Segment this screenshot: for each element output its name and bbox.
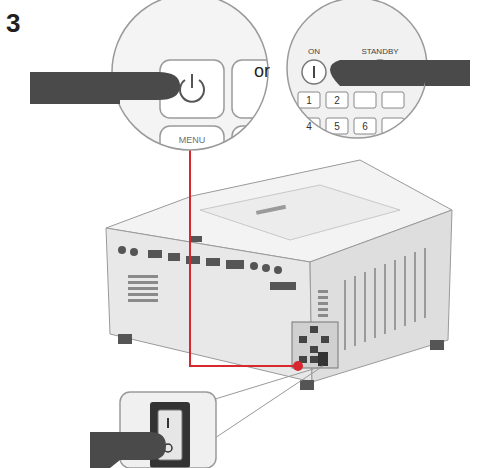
leader-dot (293, 361, 303, 371)
key-number: 2 (334, 96, 340, 106)
key-number: 1 (306, 96, 312, 106)
button-label: MENU (179, 136, 206, 145)
connector-word: or (254, 62, 270, 80)
leader-line (190, 150, 296, 366)
hand (425, 60, 470, 86)
key-number: 6 (362, 122, 368, 132)
hand (30, 72, 120, 104)
leader-line (212, 366, 323, 400)
leader-line (212, 366, 323, 440)
key-number: 5 (334, 122, 340, 132)
key-number: 4 (306, 122, 312, 132)
hand (90, 432, 166, 468)
button-label: STANDBY (361, 48, 398, 56)
projector-body (106, 160, 452, 390)
step-number: 3 (6, 10, 20, 36)
button-label: ON (308, 48, 320, 56)
